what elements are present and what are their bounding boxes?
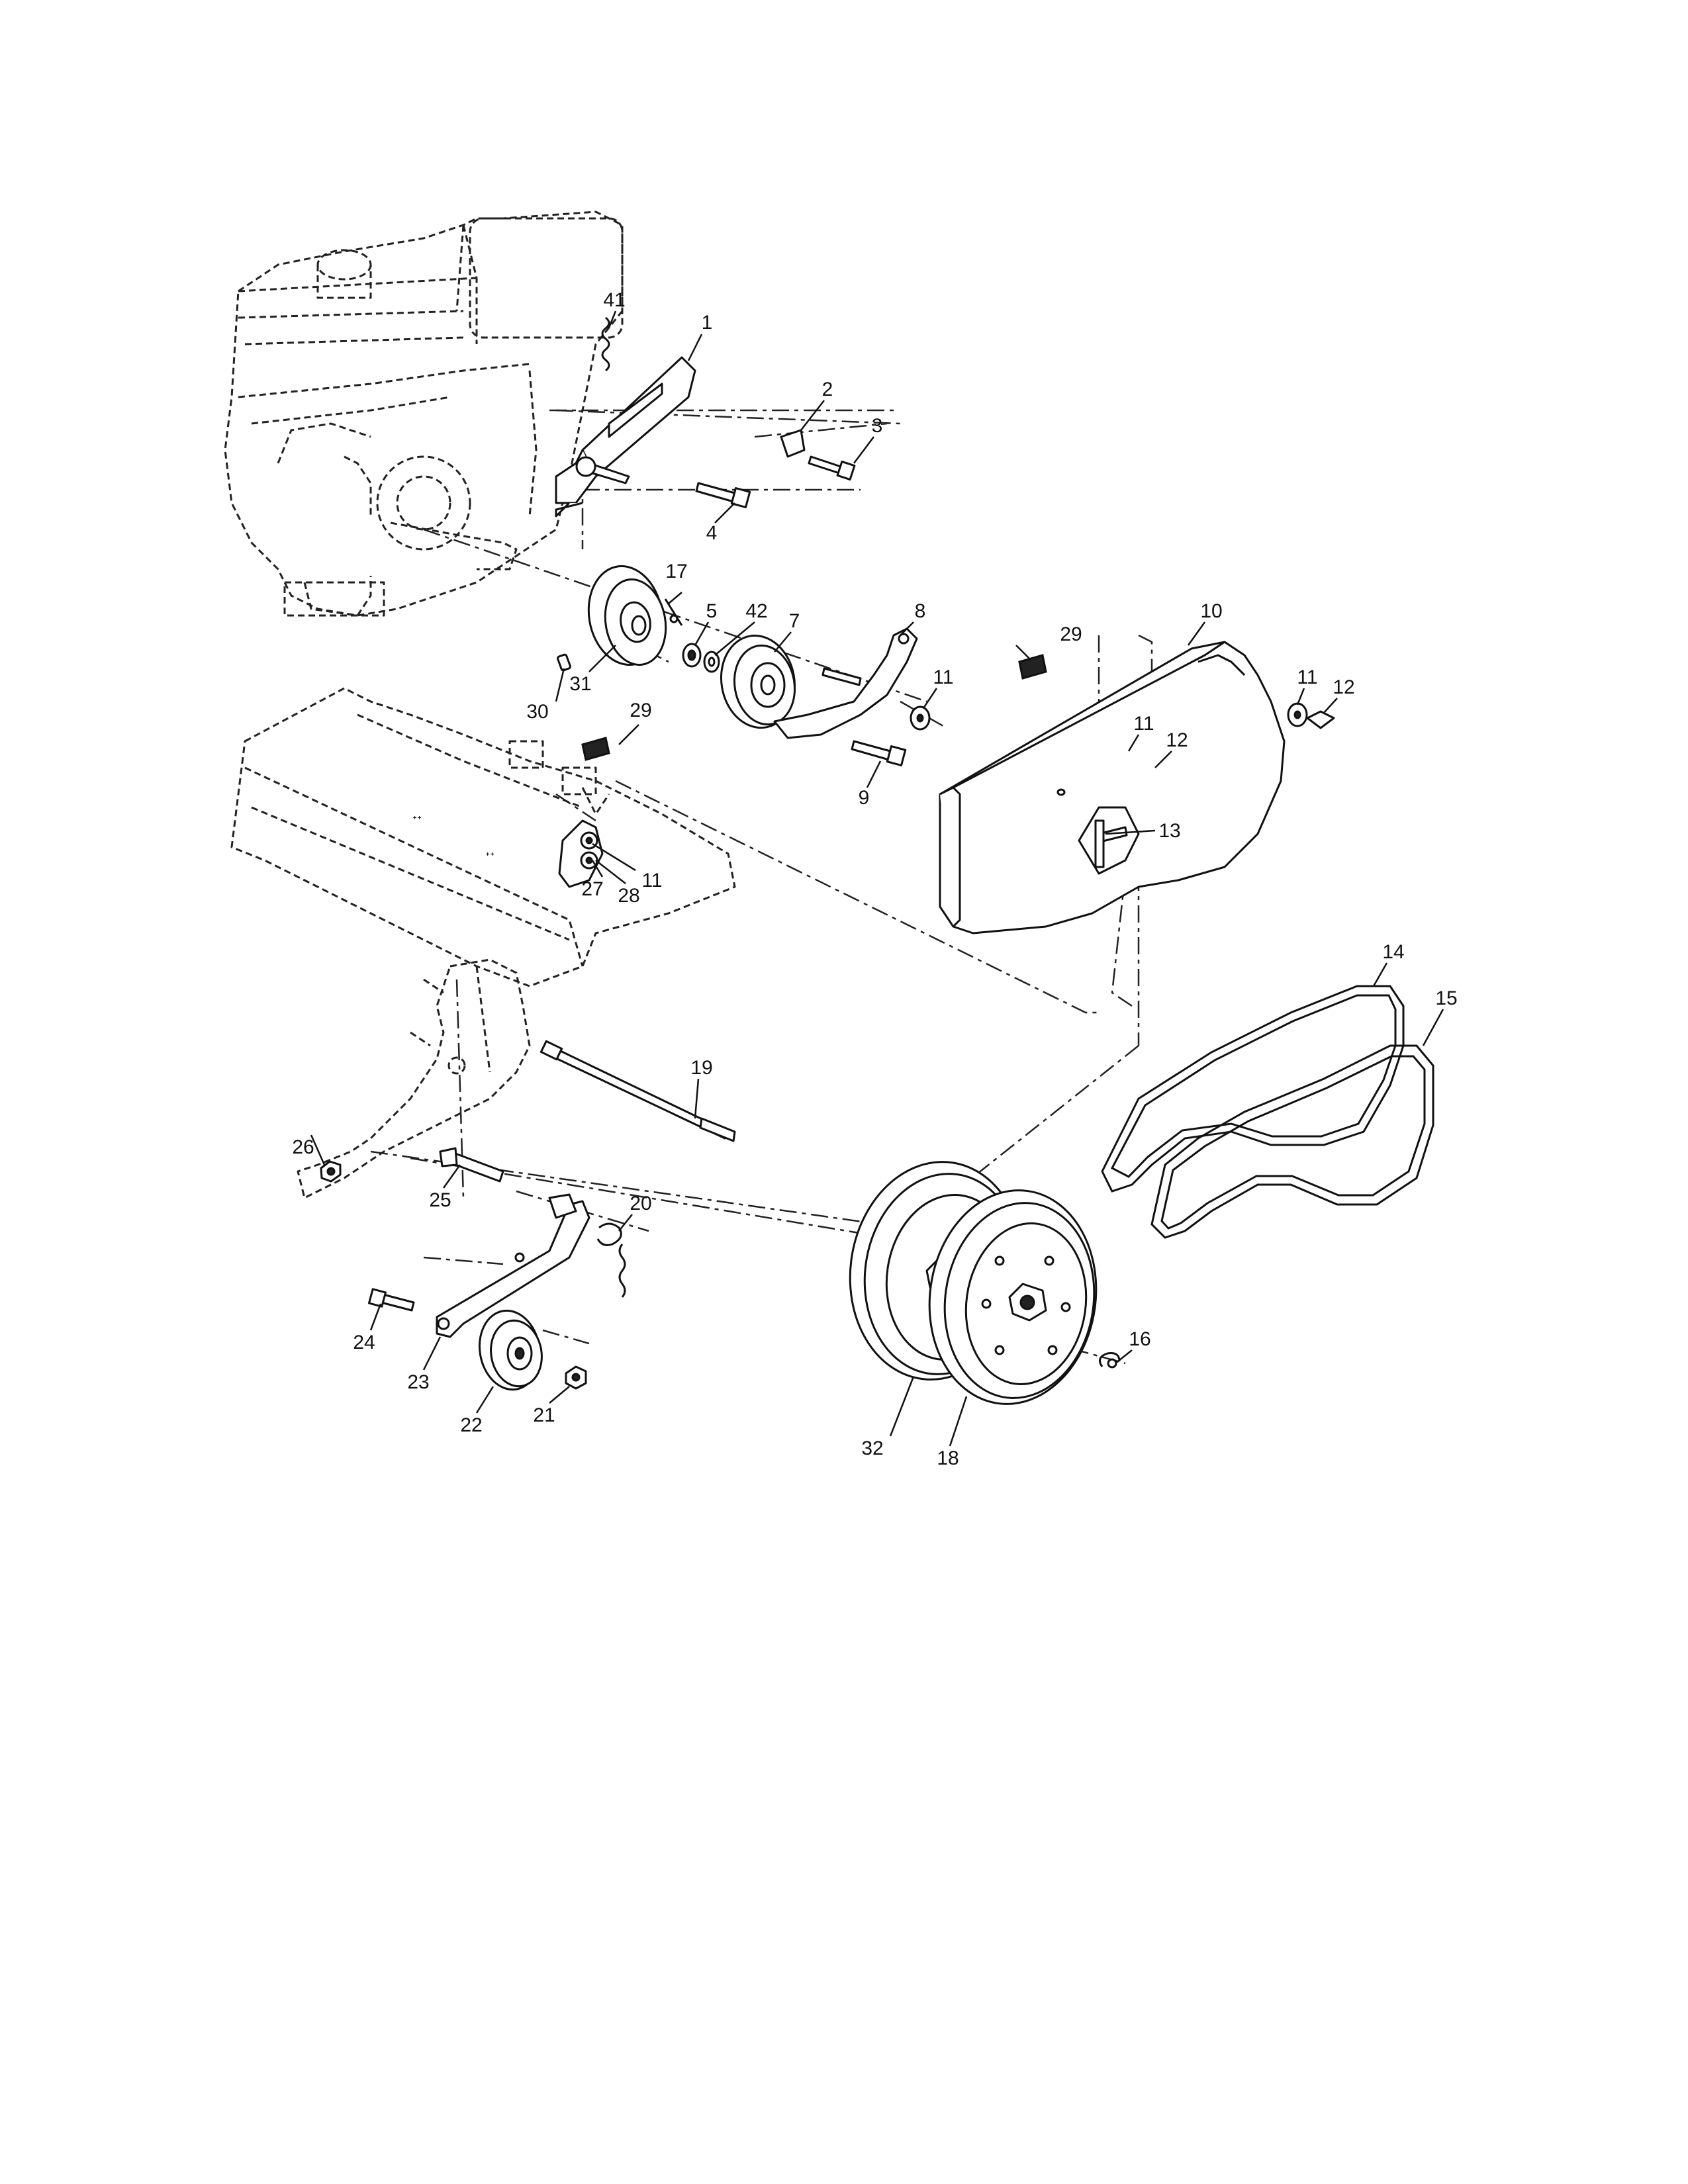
part-5-nut: [682, 643, 702, 668]
part-25-pin: [439, 1147, 504, 1183]
part-27-28-frame-bracket: [558, 819, 604, 888]
frame-mark-2: ᐩᐩ: [485, 850, 494, 863]
callout-11a: 11: [933, 666, 953, 688]
callout-23: 23: [407, 1371, 429, 1393]
part-24-bolt: [367, 1288, 415, 1312]
part-12-nut-a: [1306, 710, 1335, 729]
callout-13: 13: [1158, 820, 1180, 842]
callout-29b: 29: [630, 700, 651, 721]
callout-27: 27: [581, 878, 603, 900]
part-7-pulley: [720, 634, 796, 729]
callout-22: 22: [460, 1414, 482, 1436]
lower-frame-phantom: [297, 958, 531, 1199]
callout-8: 8: [915, 600, 926, 622]
part-15-belt: [1150, 1044, 1434, 1239]
callout-30: 30: [526, 701, 548, 723]
part-30-key: [557, 653, 571, 672]
leader-lines: [310, 310, 1444, 1447]
callout-16: 16: [1129, 1328, 1150, 1350]
part-20-clip: [596, 1222, 622, 1246]
callout-19: 19: [690, 1057, 712, 1079]
part-19-shaft: [539, 1040, 736, 1142]
callout-1: 1: [702, 312, 713, 334]
part-29-clip-b: [581, 737, 610, 761]
part-21-nut: [565, 1365, 587, 1390]
callout-3: 3: [872, 415, 883, 437]
part-23-idler-arm: [436, 1193, 590, 1338]
part-10-belt-guard: [939, 641, 1286, 934]
callout-2: 2: [822, 379, 833, 400]
callout-17: 17: [665, 561, 687, 582]
callout-14: 14: [1382, 941, 1404, 963]
callout-10: 10: [1200, 600, 1222, 622]
callout-11c: 11: [1133, 713, 1154, 735]
callout-21: 21: [533, 1404, 555, 1426]
part-14-belt: [1101, 985, 1405, 1193]
callout-28: 28: [618, 885, 639, 907]
part-11-washer-a: [910, 705, 931, 731]
part-2-clip: [780, 429, 806, 458]
frame-mark-1: ᐩᐩ: [412, 813, 422, 827]
part-11-washer-b: [1287, 702, 1308, 727]
callout-7: 7: [789, 610, 800, 632]
part-22-idler-pulley: [478, 1309, 543, 1391]
callout-12a: 12: [1333, 676, 1354, 698]
callout-18: 18: [937, 1447, 959, 1469]
callout-41: 41: [603, 289, 625, 311]
callout-32: 32: [861, 1437, 883, 1459]
part-42-washer: [703, 651, 720, 673]
callout-24: 24: [353, 1332, 375, 1353]
callout-29a: 29: [1060, 623, 1082, 645]
part-17-pin: [664, 598, 683, 626]
engine-phantom: [224, 210, 624, 617]
callout-9: 9: [859, 787, 870, 809]
part-26-nut: [320, 1160, 342, 1183]
callout-15: 15: [1435, 987, 1457, 1009]
callout-11d: 11: [641, 870, 662, 891]
callout-12b: 12: [1166, 729, 1188, 751]
callout-20: 20: [630, 1193, 651, 1214]
part-29-clip-a: [1018, 654, 1047, 680]
part-3-bolt: [808, 455, 856, 481]
callout-4: 4: [706, 522, 718, 544]
callout-5: 5: [706, 600, 718, 622]
part-4-bolt: [695, 482, 751, 508]
callout-26: 26: [292, 1136, 314, 1158]
callout-31: 31: [569, 673, 591, 695]
callout-42: 42: [745, 600, 767, 622]
part-8-bracket: [773, 627, 918, 739]
part-18-pulley: [928, 1189, 1098, 1405]
callout-labels: 1 2 3 4 5 7 8 9 10 11 11 11 11 12 12 13 …: [292, 289, 1457, 1469]
part-41-spring: [601, 316, 610, 372]
idler-spring: [618, 1244, 626, 1298]
part-31-pulley: [587, 565, 667, 666]
part-1-idler-bracket: [555, 356, 696, 518]
frame-phantom: ᐩᐩ ᐩᐩ: [230, 687, 736, 987]
callout-11b: 11: [1297, 666, 1317, 688]
callout-25: 25: [429, 1189, 451, 1211]
part-9-bolt: [851, 740, 907, 766]
